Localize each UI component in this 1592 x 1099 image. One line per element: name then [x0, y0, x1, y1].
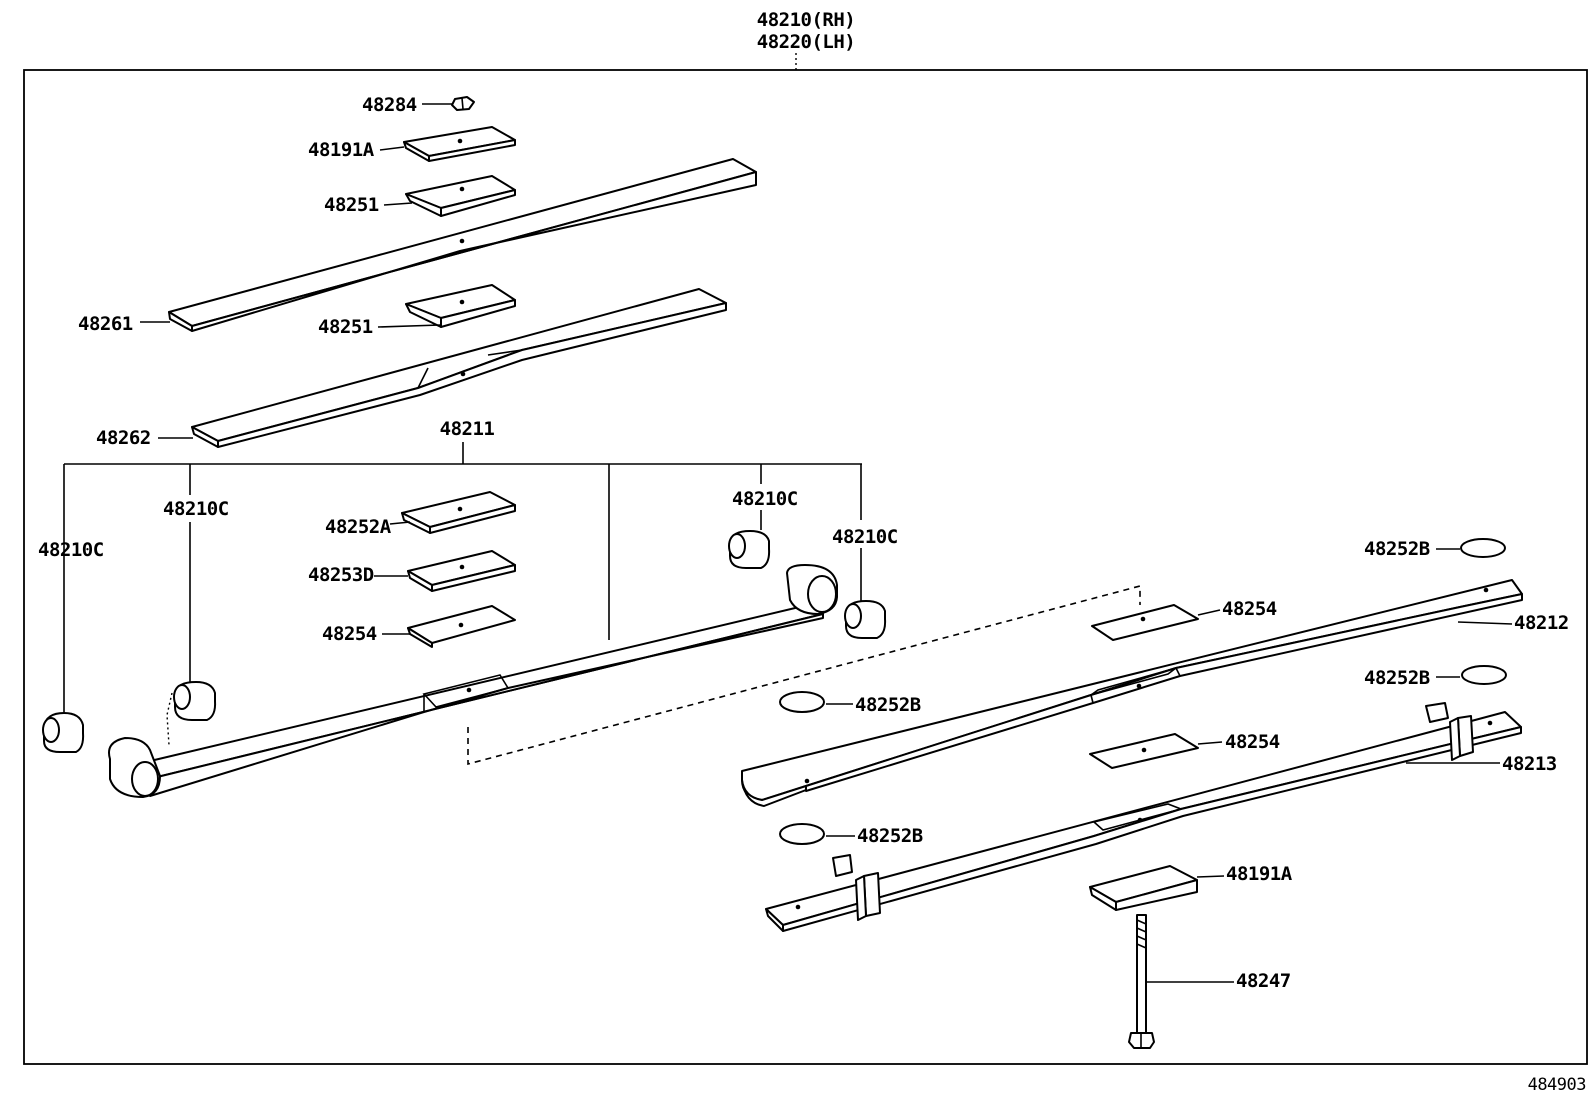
label-48251-top: 48251	[324, 194, 379, 216]
label-48252b-r2: 48252B	[1364, 667, 1430, 689]
part-48212-leaf	[741, 579, 1523, 807]
assembly-label-rh: 48210(RH)	[757, 9, 855, 31]
label-48252b-r1: 48252B	[1364, 538, 1430, 560]
label-48262: 48262	[96, 427, 151, 449]
part-48210c-bushing-a	[173, 681, 217, 721]
label-48211: 48211	[440, 418, 495, 440]
leader-48191a-bottom	[1196, 875, 1225, 878]
label-48210c-d: 48210C	[832, 526, 898, 548]
label-48254-left: 48254	[322, 623, 377, 645]
bracket-48211	[63, 442, 862, 712]
part-48254-right-plate-2	[1089, 733, 1199, 769]
leader-48254-r1	[1197, 609, 1221, 616]
label-48251-mid: 48251	[318, 316, 373, 338]
label-48254-r1: 48254	[1222, 598, 1277, 620]
label-48210c-b: 48210C	[38, 539, 104, 561]
part-48210c-bushing-d	[844, 600, 887, 639]
part-48254-left-plate	[407, 605, 516, 648]
alignment-dashed-line	[467, 584, 1141, 766]
label-48191a-bottom: 48191A	[1226, 863, 1293, 885]
part-48251-top-plate	[405, 175, 516, 217]
leader-48254-r2	[1197, 741, 1223, 745]
part-48210c-bushing-b	[42, 712, 85, 753]
part-48210c-bushing-c	[728, 530, 771, 569]
part-48253d-plate	[407, 550, 516, 592]
label-48212: 48212	[1514, 612, 1569, 634]
part-48252b-disc-l1	[779, 691, 825, 713]
leader-48251-top	[383, 202, 413, 206]
bushing-a-guide	[166, 692, 173, 746]
part-48211-main-leaf	[108, 564, 838, 798]
part-48261-leaf	[168, 158, 757, 332]
part-48191a-plate	[403, 126, 516, 162]
leader-48191a-top	[379, 146, 405, 151]
label-48284: 48284	[362, 94, 417, 116]
figure-id: 484903	[1528, 1075, 1586, 1095]
label-48213: 48213	[1502, 753, 1557, 775]
part-48262-leaf	[191, 288, 727, 448]
label-48252b-l2: 48252B	[857, 825, 923, 847]
diagram-frame	[23, 69, 1588, 1065]
label-48261: 48261	[78, 313, 133, 335]
part-48247-center-bolt	[1128, 914, 1155, 1049]
label-48210c-c: 48210C	[732, 488, 798, 510]
leader-48252a	[389, 521, 411, 525]
part-48191a-bottom-wedge	[1089, 865, 1198, 911]
label-48254-r2: 48254	[1225, 731, 1280, 753]
part-48252b-disc-r1	[1460, 538, 1506, 558]
part-48254-right-plate-1	[1091, 604, 1199, 641]
label-48210c-a: 48210C	[163, 498, 229, 520]
label-48252a: 48252A	[325, 516, 392, 538]
part-48252b-disc-l2	[779, 823, 825, 845]
part-48251-mid-plate	[405, 284, 516, 328]
leader-48251-mid	[377, 324, 441, 328]
part-48213-leaf	[765, 702, 1522, 932]
label-48247: 48247	[1236, 970, 1291, 992]
label-48191a-top: 48191A	[308, 139, 375, 161]
label-48253d: 48253D	[308, 564, 374, 586]
part-48284-nut	[451, 96, 475, 111]
assembly-label-lh: 48220(LH)	[757, 31, 855, 53]
label-48252b-l1: 48252B	[855, 694, 921, 716]
leader-48212	[1457, 621, 1513, 625]
part-48252a-plate	[401, 491, 516, 534]
part-48252b-disc-r2	[1461, 665, 1507, 685]
